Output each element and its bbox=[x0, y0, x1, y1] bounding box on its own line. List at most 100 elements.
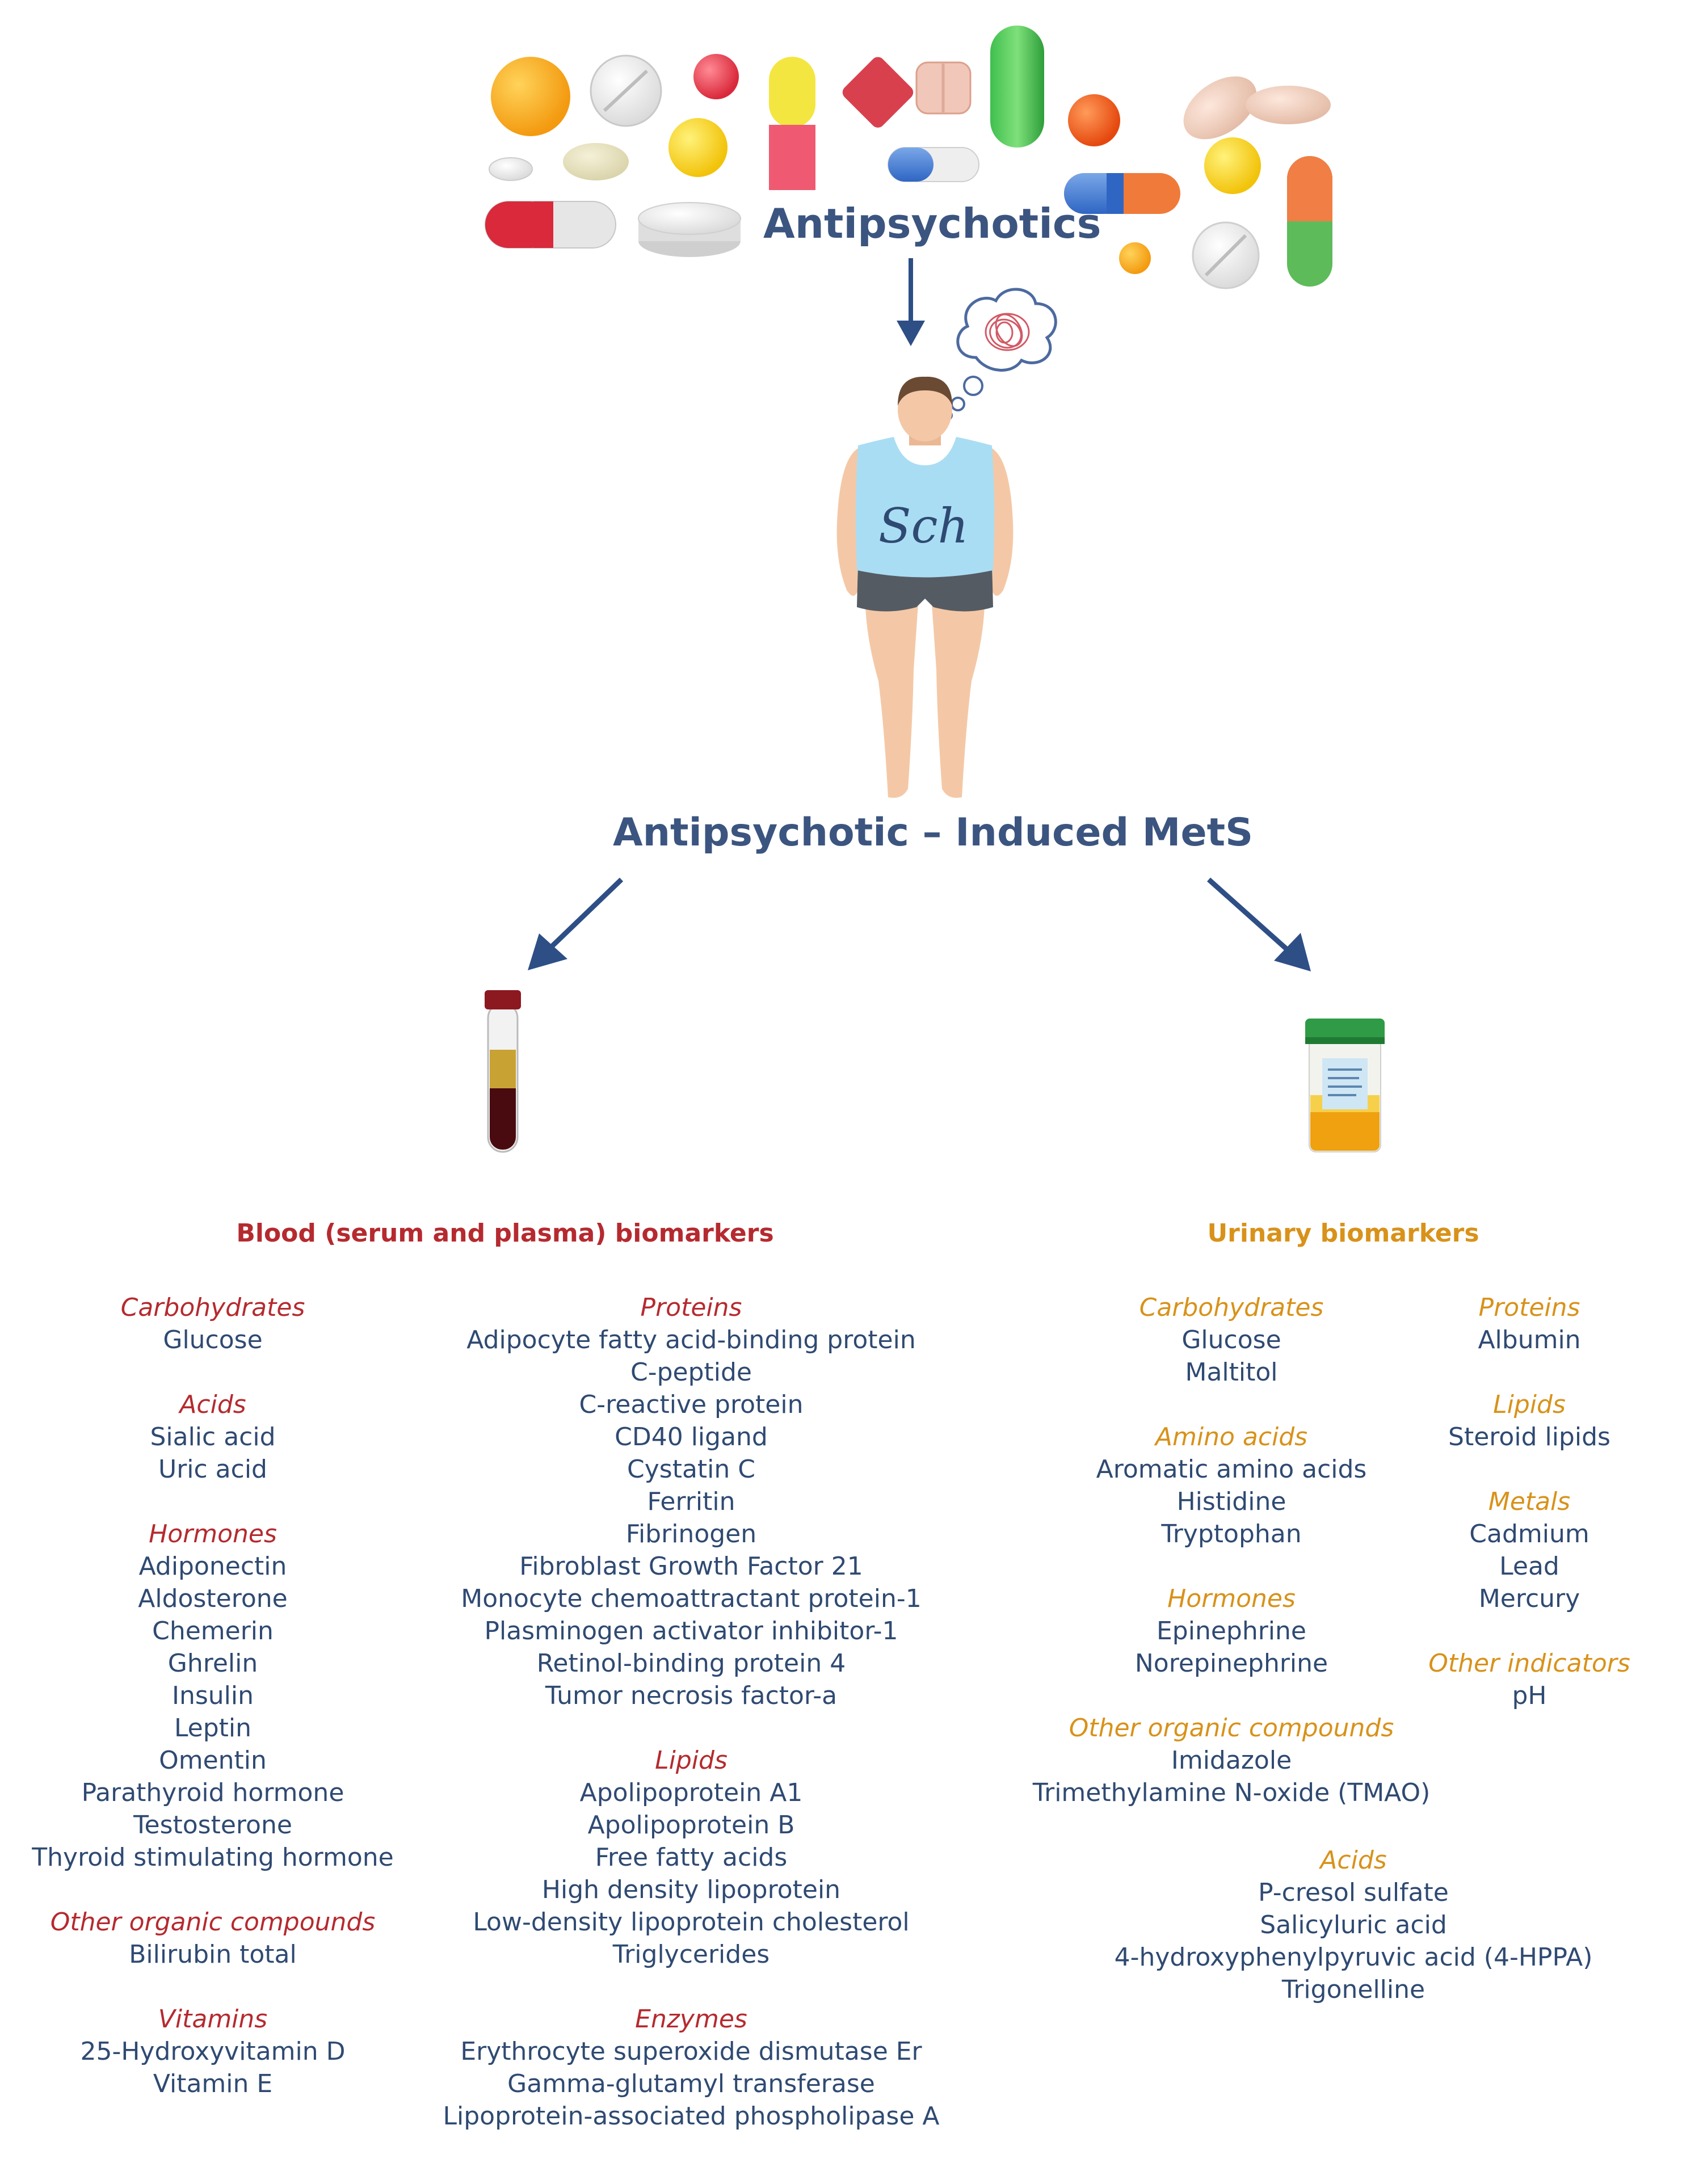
capsule-icon bbox=[1064, 173, 1180, 214]
category-label: Hormones bbox=[149, 1520, 277, 1548]
capsule-icon bbox=[888, 147, 979, 182]
pill-icon bbox=[1068, 94, 1120, 146]
biomarker-item: Cystatin C bbox=[627, 1455, 755, 1484]
category-label: Vitamins bbox=[158, 2005, 268, 2034]
shirt-label: Sch bbox=[878, 498, 969, 554]
biomarker-item: Thyroid stimulating hormone bbox=[32, 1843, 394, 1872]
biomarker-item: Steroid lipids bbox=[1448, 1423, 1610, 1451]
category-label: Carbohydrates bbox=[1139, 1293, 1324, 1322]
biomarker-item: Insulin bbox=[171, 1681, 254, 1710]
biomarker-item: Maltitol bbox=[1185, 1358, 1278, 1387]
category-label: Lipids bbox=[1493, 1390, 1566, 1419]
arrow-down-icon bbox=[897, 258, 925, 346]
biomarker-item: Glucose bbox=[163, 1325, 263, 1354]
biomarker-item: CD40 ligand bbox=[615, 1423, 768, 1451]
capsule-icon bbox=[990, 26, 1044, 148]
biomarker-item: Bilirubin total bbox=[129, 1940, 297, 1969]
biomarker-item: 4-hydroxyphenylpyruvic acid (4-HPPA) bbox=[1114, 1943, 1593, 1972]
biomarker-item: Monocyte chemoattractant protein-1 bbox=[461, 1584, 922, 1613]
biomarker-item: Apolipoprotein A1 bbox=[579, 1778, 803, 1807]
category-label: Hormones bbox=[1167, 1584, 1296, 1613]
biomarker-item: Adiponectin bbox=[138, 1552, 287, 1581]
biomarker-item: Apolipoprotein B bbox=[587, 1811, 795, 1840]
pill-icon bbox=[1119, 242, 1151, 274]
biomarker-item: Uric acid bbox=[158, 1455, 267, 1484]
biomarker-item: Retinol-binding protein 4 bbox=[536, 1649, 846, 1678]
category-label: Proteins bbox=[640, 1293, 742, 1322]
category-label: Metals bbox=[1488, 1487, 1571, 1516]
tablet-icon bbox=[638, 202, 741, 257]
biomarker-item: Trimethylamine N-oxide (TMAO) bbox=[1032, 1778, 1431, 1807]
tablet-icon bbox=[563, 143, 629, 180]
pill-icon bbox=[1204, 137, 1261, 194]
biomarker-item: Testosterone bbox=[133, 1811, 292, 1840]
tablet-icon bbox=[1183, 76, 1257, 140]
person-icon bbox=[836, 376, 1014, 798]
biomarker-item: C-reactive protein bbox=[579, 1390, 804, 1419]
biomarker-item: Salicyluric acid bbox=[1260, 1911, 1447, 1939]
biomarker-item: Norepinephrine bbox=[1134, 1649, 1328, 1678]
biomarker-item: Vitamin E bbox=[153, 2069, 273, 2098]
biomarker-item: Imidazole bbox=[1171, 1746, 1292, 1775]
biomarker-item: Tryptophan bbox=[1161, 1520, 1302, 1548]
tablet-icon bbox=[489, 157, 533, 181]
biomarker-item: Aldosterone bbox=[138, 1584, 288, 1613]
tablet-icon bbox=[1246, 86, 1331, 124]
capsule-icon bbox=[769, 57, 815, 190]
pill-icon bbox=[668, 118, 728, 177]
tablet-icon bbox=[1192, 221, 1260, 289]
category-label: Lipids bbox=[655, 1746, 728, 1775]
biomarker-item: Free fatty acids bbox=[595, 1843, 788, 1872]
category-label: Proteins bbox=[1478, 1293, 1580, 1322]
biomarker-item: High density lipoprotein bbox=[541, 1875, 841, 1904]
category-label: Other indicators bbox=[1428, 1649, 1630, 1678]
category-label: Acids bbox=[179, 1390, 246, 1419]
biomarker-item: Fibrinogen bbox=[625, 1520, 757, 1548]
pills-cluster bbox=[485, 26, 1332, 289]
biomarker-item: Cadmium bbox=[1469, 1520, 1590, 1548]
biomarker-item: Chemerin bbox=[152, 1617, 274, 1646]
category-label: Other organic compounds bbox=[1069, 1714, 1394, 1743]
biomarker-item: P-cresol sulfate bbox=[1258, 1878, 1449, 1907]
biomarker-item: Plasminogen activator inhibitor-1 bbox=[484, 1617, 898, 1646]
category-label: Amino acids bbox=[1155, 1423, 1308, 1451]
blood-tube-icon bbox=[485, 990, 521, 1153]
biomarker-item: C-peptide bbox=[630, 1358, 752, 1387]
mets-title: Antipsychotic – Induced MetS bbox=[613, 810, 1254, 855]
arrow-left-icon bbox=[528, 877, 624, 970]
biomarker-item: Ferritin bbox=[647, 1487, 735, 1516]
biomarker-item: Lead bbox=[1499, 1552, 1559, 1581]
biomarker-item: 25-Hydroxyvitamin D bbox=[80, 2037, 346, 2066]
category-label: Acids bbox=[1320, 1846, 1387, 1875]
biomarker-item: Leptin bbox=[174, 1714, 252, 1743]
biomarker-item: Gamma-glutamyl transferase bbox=[507, 2069, 875, 2098]
category-label: Carbohydrates bbox=[120, 1293, 305, 1322]
biomarker-item: Low-density lipoprotein cholesterol bbox=[473, 1908, 910, 1937]
blood-biomarkers-title: Blood (serum and plasma) biomarkers bbox=[236, 1219, 774, 1248]
biomarker-item: Erythrocyte superoxide dismutase Er bbox=[460, 2037, 922, 2066]
biomarker-item: Parathyroid hormone bbox=[81, 1778, 344, 1807]
biomarker-item: Ghrelin bbox=[167, 1649, 258, 1678]
biomarker-item: Sialic acid bbox=[150, 1423, 276, 1451]
biomarker-item: Triglycerides bbox=[612, 1940, 770, 1969]
antipsychotics-title: Antipsychotics bbox=[763, 200, 1101, 247]
pill-icon bbox=[491, 57, 570, 136]
